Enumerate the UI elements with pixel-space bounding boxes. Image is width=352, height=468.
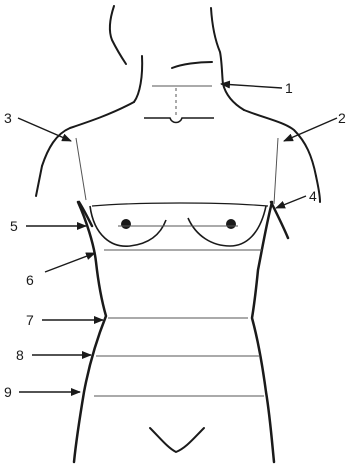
marker-label-1: 1 (285, 80, 293, 96)
marker-labels: 1 2 3 4 5 6 7 8 9 (4, 80, 346, 400)
arrow-3 (18, 118, 71, 141)
marker-label-5: 5 (10, 218, 18, 234)
right-nipple (226, 219, 236, 229)
marker-label-6: 6 (26, 272, 34, 288)
marker-label-4: 4 (309, 188, 317, 204)
shoulder-right (244, 110, 316, 176)
front-shoulder-line-right (274, 138, 278, 204)
left-nipple (121, 219, 131, 229)
arrow-6 (45, 253, 95, 272)
marker-label-3: 3 (4, 110, 12, 126)
neck-left-side (134, 56, 142, 102)
torso-right-contour (252, 202, 274, 462)
chest-contour-line (92, 203, 268, 206)
collarbone (144, 118, 214, 123)
neck-back-right-contour (211, 8, 223, 84)
arrow-4 (276, 196, 306, 208)
front-shoulder-line-left (76, 138, 86, 200)
chest-details (90, 118, 268, 246)
body-outline (36, 6, 320, 462)
neck-right-side (223, 84, 244, 110)
armpit-right-fold (271, 202, 288, 238)
marker-label-9: 9 (4, 384, 12, 400)
chin-jaw-contour (172, 62, 212, 68)
groin-contour (150, 428, 204, 452)
marker-label-2: 2 (338, 110, 346, 126)
arrow-1 (221, 84, 282, 88)
arm-left (36, 166, 42, 196)
marker-label-7: 7 (26, 312, 34, 328)
torso-left-contour (74, 202, 106, 462)
marker-label-8: 8 (16, 347, 24, 363)
neck-back-left-contour (110, 6, 126, 64)
